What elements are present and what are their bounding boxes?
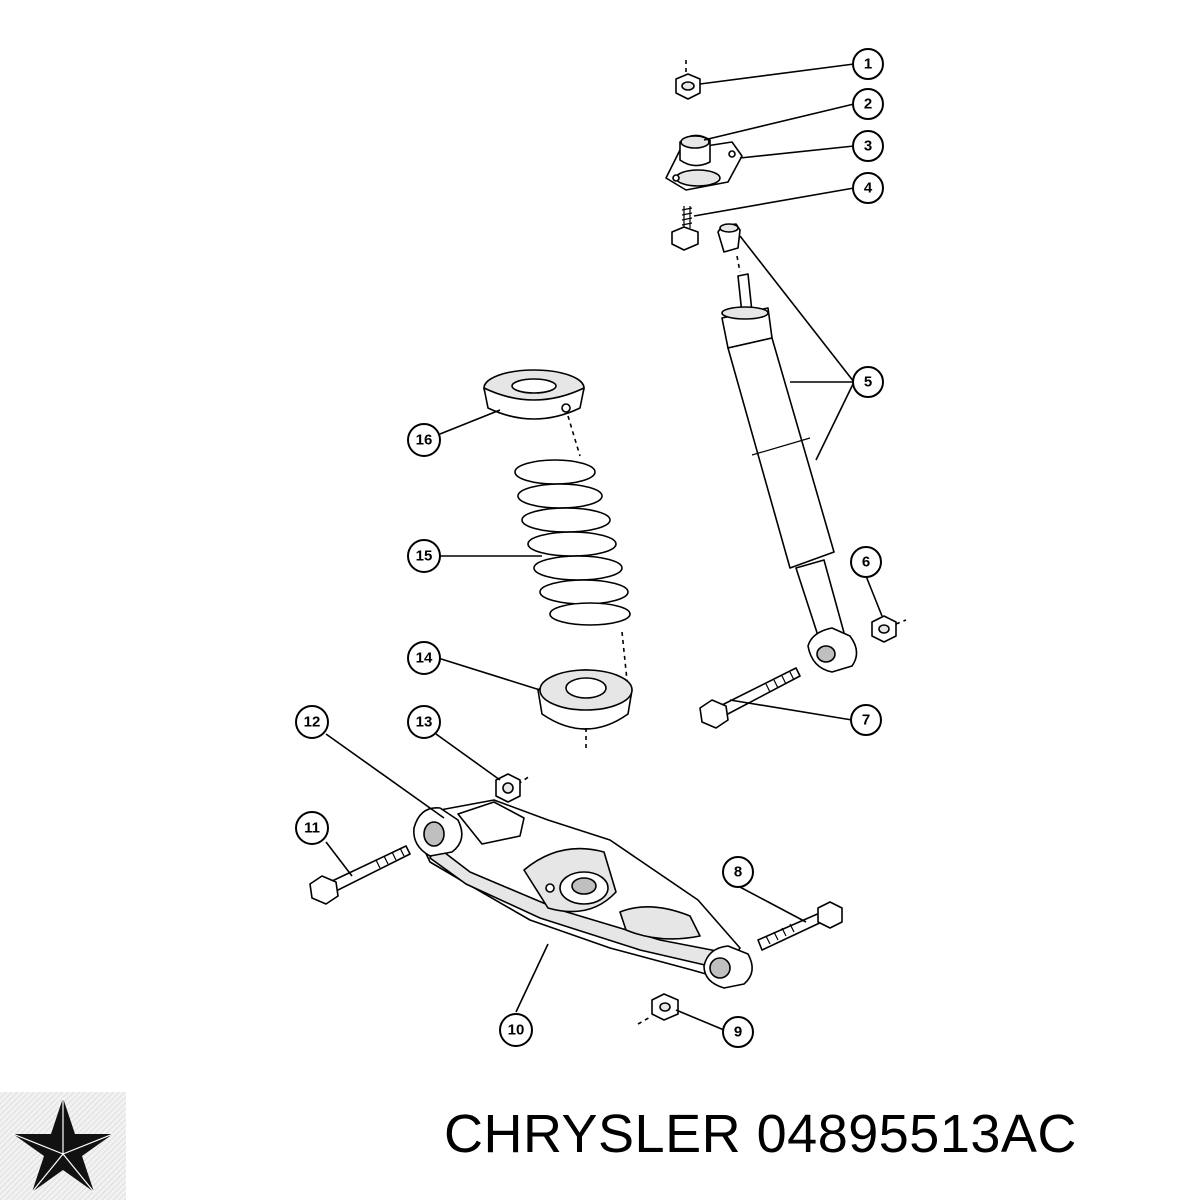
part-shock-absorber [721, 255, 858, 673]
chrysler-pentastar-icon [0, 1092, 126, 1200]
callout-14: 14 [407, 641, 441, 675]
callout-6: 6 [850, 546, 882, 578]
callout-10: 10 [499, 1013, 533, 1047]
callout-label: 4 [864, 180, 873, 197]
callout-13: 13 [407, 705, 441, 739]
part-upper-mount [665, 134, 743, 191]
part-arm-bolt-left [309, 845, 411, 905]
callout-5: 5 [852, 366, 884, 398]
callout-9: 9 [722, 1016, 754, 1048]
callout-label: 6 [862, 554, 870, 571]
leader-lines [325, 63, 883, 1031]
callout-2: 2 [852, 88, 884, 120]
part-nut-shock [871, 615, 907, 643]
callout-16: 16 [407, 423, 441, 457]
callout-8: 8 [722, 856, 754, 888]
part-caption: CHRYSLER 04895513AC [444, 1107, 1077, 1161]
callout-15: 15 [407, 539, 441, 573]
callout-label: 14 [416, 650, 433, 667]
part-jounce-bumper [717, 223, 741, 253]
callout-label: 7 [862, 712, 870, 729]
callout-label: 15 [416, 548, 433, 565]
brand-name: CHRYSLER [444, 1104, 742, 1164]
callout-label: 11 [304, 820, 320, 837]
part-lower-spring-seat [537, 669, 633, 748]
callout-7: 7 [850, 704, 882, 736]
callout-12: 12 [295, 705, 329, 739]
part-lower-control-arm [413, 799, 753, 989]
callout-1: 1 [852, 48, 884, 80]
callout-label: 3 [864, 138, 872, 155]
callout-3: 3 [852, 130, 884, 162]
part-shock-bolt [699, 667, 801, 729]
callout-label: 10 [508, 1022, 525, 1039]
part-upper-spring-isolator [483, 369, 585, 457]
callout-label: 16 [416, 432, 433, 449]
part-nut-arm-lower [637, 993, 679, 1025]
part-coil-spring [514, 459, 631, 691]
part-nut-top [675, 60, 701, 100]
callout-label: 1 [864, 56, 872, 73]
callout-label: 12 [304, 714, 321, 731]
part-nut-arm [495, 773, 531, 803]
callout-label: 2 [864, 96, 872, 113]
callout-label: 9 [734, 1024, 742, 1041]
part-stud-bolt [671, 206, 699, 251]
part-number: 04895513AC [756, 1104, 1077, 1164]
part-arm-bolt-right [757, 901, 843, 951]
callout-4: 4 [852, 172, 884, 204]
callout-label: 8 [734, 864, 742, 881]
callout-label: 13 [416, 714, 433, 731]
callout-label: 5 [864, 374, 872, 391]
callout-11: 11 [295, 811, 329, 845]
